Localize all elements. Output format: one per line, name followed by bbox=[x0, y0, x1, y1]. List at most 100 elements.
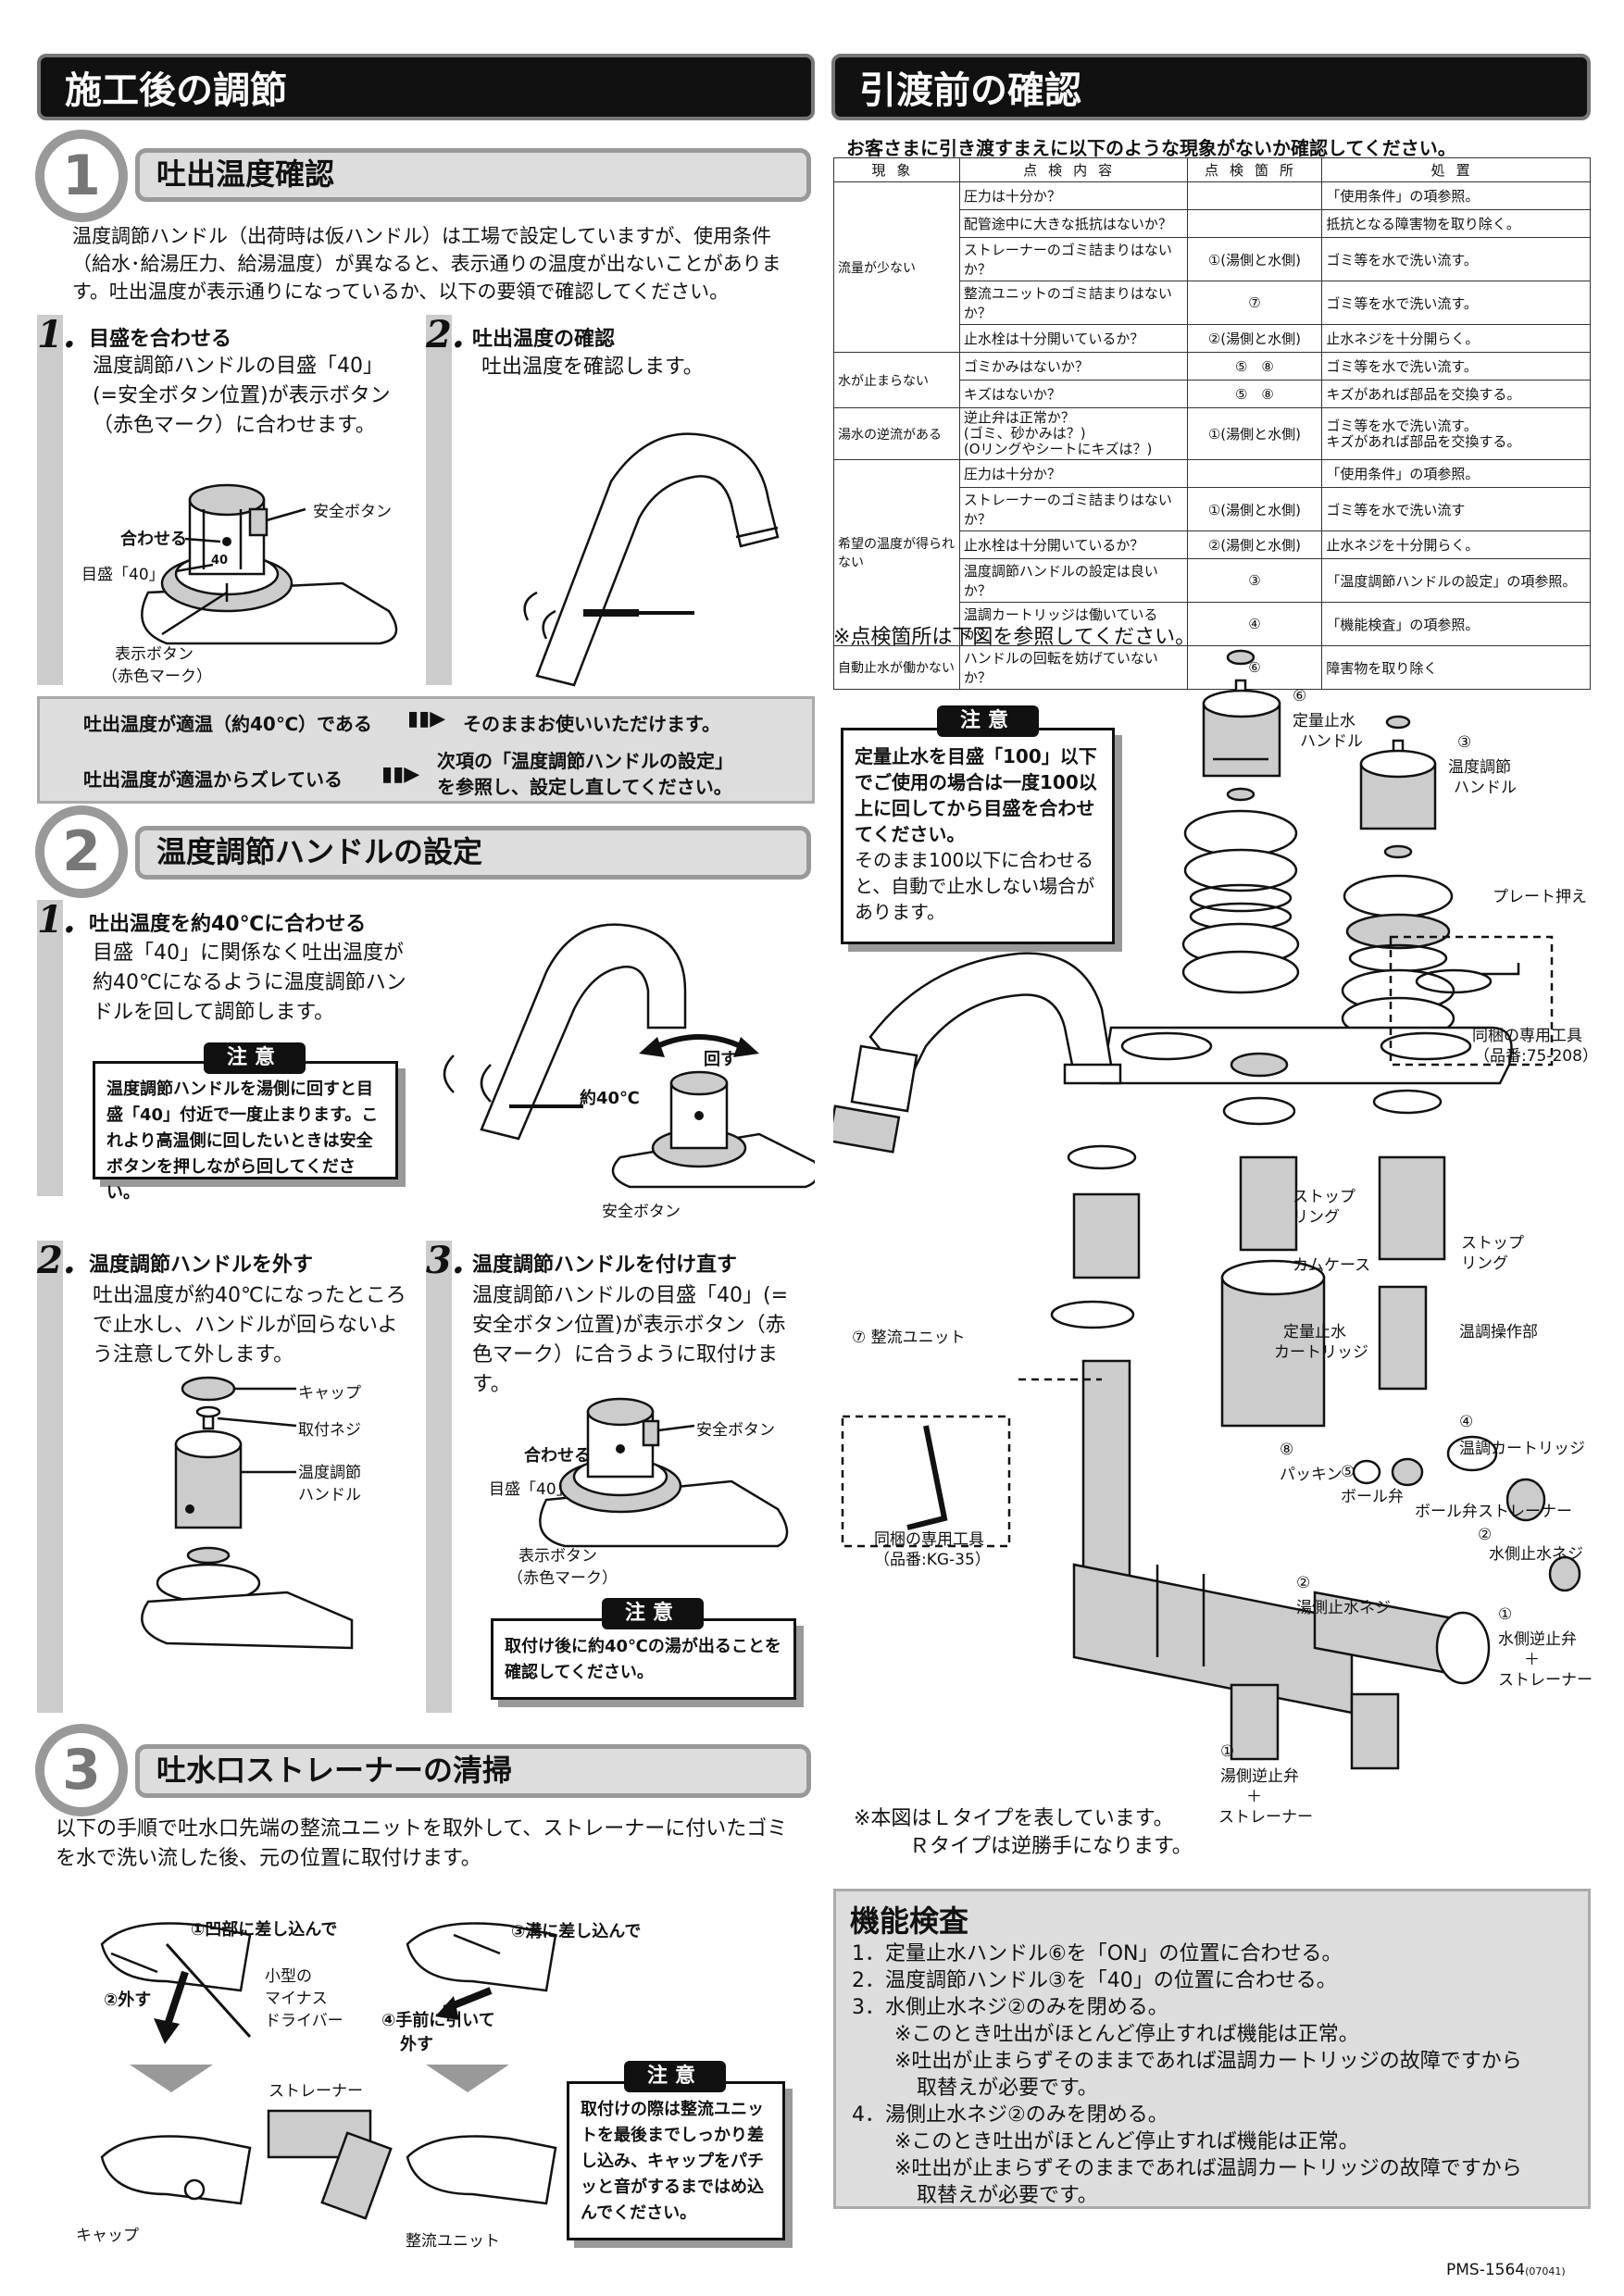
s3-f-4b: 外す bbox=[400, 2035, 433, 2054]
dg-ball-strainer: ボール弁ストレーナー bbox=[1415, 1503, 1572, 1521]
cell-action: 「使用条件」の項参照。 bbox=[1321, 181, 1591, 210]
function-check-line: ※吐出が止まらずそのままであれば温調カートリッジの故障ですから bbox=[894, 2157, 1522, 2180]
function-check-line: 2．温度調節ハンドル③を「40」の位置に合わせる。 bbox=[852, 1969, 1337, 1992]
table-row: 希望の温度が得られない圧力は十分か？ 「使用条件」の項参照。 bbox=[833, 459, 1591, 646]
s1-step2-title: 吐出温度の確認 bbox=[472, 328, 616, 351]
footer-code-sub: (07041) bbox=[1525, 2265, 1566, 2277]
dg-p6b: 定量止水 bbox=[1293, 712, 1355, 730]
section-3-title: 吐水口ストレーナーの清掃 bbox=[135, 1744, 811, 1798]
right-section-header: 引渡前の確認 bbox=[831, 54, 1591, 120]
s2-fig-handle-1: 温度調節 bbox=[298, 1464, 361, 1482]
s2-step3-text: 温度調節ハンドルの目盛「40」(=安全ボタン位置)が表示ボタン（赤色マーク）に合… bbox=[472, 1284, 789, 1396]
result2-action-2: を参照し、設定し直してください。 bbox=[437, 776, 732, 798]
result2-condition: 吐出温度が適温からズレている bbox=[83, 768, 343, 791]
function-check-line: 1．定量止水ハンドル⑥を「ON」の位置に合わせる。 bbox=[852, 1942, 1343, 1965]
dg-p6c: ハンドル bbox=[1300, 732, 1363, 751]
dg-p3b: 温度調節 bbox=[1448, 758, 1511, 777]
function-check-line: ※このとき吐出がほとんど停止すれば機能は正常。 bbox=[894, 2023, 1359, 2046]
header-phenomenon: 現象 bbox=[833, 157, 960, 182]
s1-fig-memori: 目盛「40」 bbox=[81, 566, 165, 584]
s1-fig-akairo: （赤色マーク） bbox=[102, 668, 212, 686]
cell-location: ②(湯側と水側) bbox=[1186, 530, 1323, 559]
dg-p1w-d: ストレーナー bbox=[1498, 1671, 1593, 1690]
cell-action: ゴミ等を水で洗い流す。 キズがあれば部品を交換する。 bbox=[1321, 407, 1591, 460]
result1-condition: 吐出温度が適温（約40℃）である bbox=[83, 713, 372, 735]
cell-content: 圧力は十分か？ bbox=[958, 459, 1188, 488]
section-2-title: 温度調節ハンドルの設定 bbox=[135, 826, 811, 880]
cell-location: ⑤ ⑧ bbox=[1186, 380, 1323, 408]
check-lead: お客さまに引き渡すまえに以下のような現象がないか確認してください。 bbox=[846, 137, 1456, 159]
s1-step1-number: 1. bbox=[37, 313, 76, 356]
function-check-line: 3．水側止水ネジ②のみを閉める。 bbox=[852, 1996, 1168, 2019]
section-2-number: 2 bbox=[35, 805, 128, 898]
table-row: 温度調節ハンドルの設定は良いか？③「温度調節ハンドルの設定」の項参照。 bbox=[834, 558, 1591, 603]
dg-p1h-a: ① bbox=[1220, 1742, 1235, 1761]
cell-location: ⑤ ⑧ bbox=[1186, 352, 1323, 381]
cell-content: キズはないか？ bbox=[958, 380, 1188, 408]
dg-tool1b: （品番:75-208） bbox=[1474, 1047, 1598, 1066]
exploded-parts-diagram bbox=[833, 649, 1581, 1770]
dg-p6a: ⑥ bbox=[1293, 687, 1307, 705]
result-box bbox=[37, 696, 815, 804]
dg-p1w-b: 水側逆止弁 bbox=[1498, 1630, 1577, 1649]
s2-fig-awaseru: 合わせる bbox=[524, 1446, 591, 1466]
s3-f-unit: 整流ユニット bbox=[406, 2232, 500, 2251]
cell-content: ストレーナーのゴミ詰まりはないか？ bbox=[958, 487, 1188, 531]
cell-content: ストレーナーのゴミ詰まりはないか？ bbox=[958, 237, 1188, 281]
cell-location bbox=[1186, 181, 1323, 210]
s2-fig-hyouji: 表示ボタン bbox=[518, 1547, 597, 1566]
function-check-box bbox=[833, 1889, 1591, 2209]
cell-content: 止水栓は十分開いているか？ bbox=[958, 530, 1188, 559]
cell-content: 温度調節ハンドルの設定は良いか？ bbox=[958, 558, 1188, 603]
dg-p2h-a: ② bbox=[1296, 1574, 1311, 1592]
dg-tool2a: 同梱の専用工具 bbox=[874, 1530, 984, 1549]
dg-cam: カムケース bbox=[1293, 1256, 1371, 1275]
cell-location: ①(湯側と水側) bbox=[1186, 487, 1323, 531]
left-section-header: 施工後の調節 bbox=[37, 54, 815, 120]
step-strip bbox=[37, 900, 63, 1196]
function-check-title: 機能検査 bbox=[850, 1903, 969, 1939]
dg-teiryo2: カートリッジ bbox=[1274, 1343, 1368, 1362]
dg-tool1a: 同梱の専用工具 bbox=[1472, 1027, 1582, 1045]
table-row: 止水栓は十分開いているか？②(湯側と水側)止水ネジを十分開らく。 bbox=[834, 324, 1591, 353]
cell-content: ハンドルの回転を妨げていないか？ bbox=[958, 645, 1188, 690]
s1-step2-number: 2. bbox=[426, 313, 465, 356]
cell-phenomenon: 希望の温度が得られない bbox=[833, 459, 960, 646]
note-tag: 注意 bbox=[624, 2061, 726, 2092]
dg-p5a: ⑤ bbox=[1341, 1463, 1355, 1481]
cell-phenomenon: 自動止水が働かない bbox=[833, 645, 960, 690]
note-tag: 注意 bbox=[602, 1598, 704, 1629]
s3-f-strainer: ストレーナー bbox=[269, 2082, 363, 2101]
dg-stop1b: リング bbox=[1293, 1208, 1340, 1227]
cell-action: ゴミ等を水で洗い流す。 bbox=[1321, 281, 1591, 325]
s2-step1-title: 吐出温度を約40℃に合わせる bbox=[89, 913, 367, 936]
s2-fig-handle-2: ハンドル bbox=[298, 1486, 361, 1504]
cell-action: 「使用条件」の項参照。 bbox=[1321, 459, 1591, 488]
function-check-line: 4．湯側止水ネジ②のみを閉める。 bbox=[852, 2103, 1168, 2127]
s2-fig-neji: 取付ネジ bbox=[298, 1421, 361, 1440]
footer-code-main: PMS-1564 bbox=[1446, 2261, 1526, 2279]
s2-step1-number: 1. bbox=[37, 898, 76, 942]
section-1-number: 1 bbox=[35, 130, 128, 222]
s2-step3-number: 3. bbox=[426, 1239, 465, 1282]
dg-p7: ⑦ 整流ユニット bbox=[852, 1329, 966, 1347]
dg-p5b: ボール弁 bbox=[1341, 1488, 1404, 1506]
function-check-lines: 1．定量止水ハンドル⑥を「ON」の位置に合わせる。 2．温度調節ハンドル③を「40… bbox=[852, 1940, 1583, 2209]
cell-location: ②(湯側と水側) bbox=[1186, 324, 1323, 353]
diagram-note-bold: 定量止水を目盛「100」以下でご使用の場合は一度100以上に回してから目盛を合わ… bbox=[855, 745, 1097, 845]
check-table: 現象 点検内容 点検箇所 処置 流量が少ない圧力は十分か？「使用条件」の項参照。… bbox=[833, 157, 1591, 690]
s1-fig-anzen: 安全ボタン bbox=[313, 503, 392, 521]
dg-stop1a: ストップ bbox=[1293, 1188, 1355, 1206]
s3-f-1: ①凹部に差し込んで bbox=[191, 1920, 338, 1940]
diagram-note-plain: そのまま100以下に合わせると、自動で止水しない場合があります。 bbox=[855, 849, 1095, 923]
header-location: 点検箇所 bbox=[1186, 157, 1323, 182]
result1-action: そのままお使いいただけます。 bbox=[463, 713, 720, 735]
handle-exploded-diagram bbox=[141, 1376, 354, 1650]
cell-content: 圧力は十分か？ bbox=[958, 181, 1188, 210]
s2-step3-title: 温度調節ハンドルを付け直す bbox=[472, 1254, 738, 1277]
s1-step1-text: 温度調節ハンドルの目盛「40」(=安全ボタン位置)が表示ボタン（赤色マーク）に合… bbox=[93, 355, 391, 437]
s3-f-3: ③溝に差し込んで bbox=[511, 1922, 642, 1941]
dg-stop2b: リング bbox=[1461, 1254, 1508, 1273]
footer-code: PMS-1564(07041) bbox=[1446, 2261, 1566, 2279]
